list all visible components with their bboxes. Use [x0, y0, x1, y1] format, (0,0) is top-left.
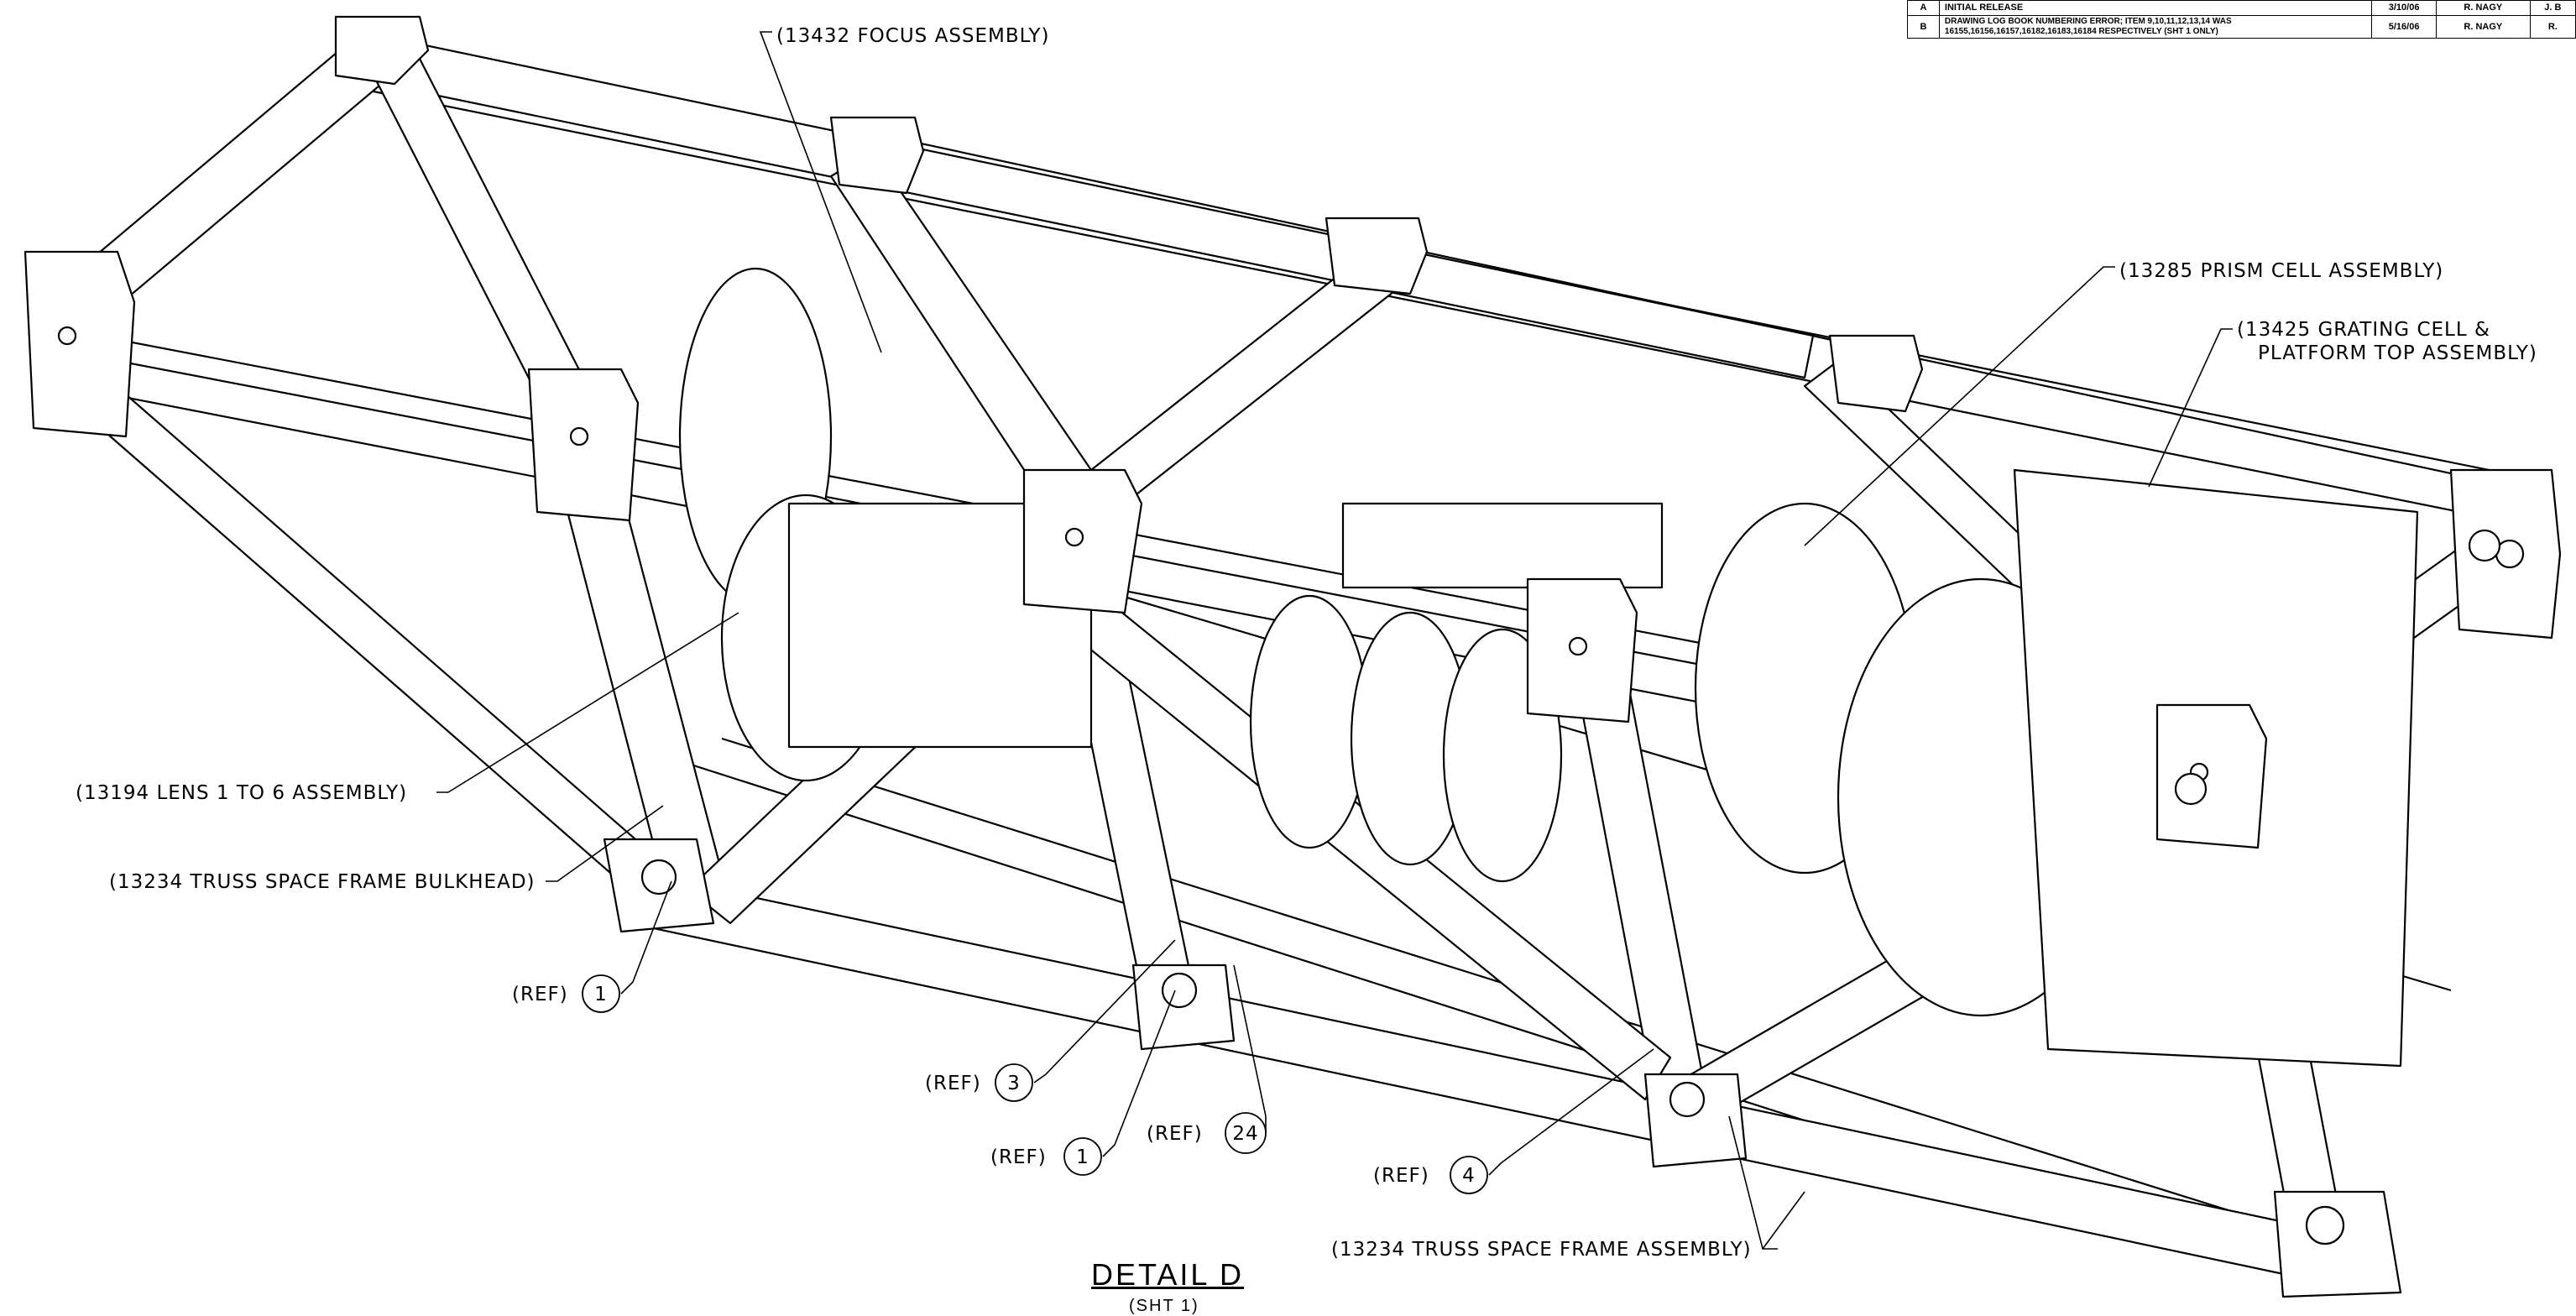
- balloon-1b: [1063, 1137, 1102, 1176]
- callout-ref: (REF): [1147, 1123, 1203, 1145]
- callout-number: 3: [1007, 1073, 1021, 1094]
- grating-cell-label-line1: (13425 GRATING CELL &: [2237, 319, 2490, 341]
- truss-frame-geometry: [24, 15, 2562, 1298]
- callout-number: 1: [1076, 1146, 1089, 1168]
- rev-approval: R.: [2529, 15, 2576, 39]
- prism-cell-label: (13285 PRISM CELL ASSEMBLY): [2119, 260, 2443, 282]
- callout-number: 4: [1462, 1165, 1476, 1187]
- detail-sheet-ref: (SHT 1): [1129, 1297, 1199, 1315]
- lens-assembly-label: (13194 LENS 1 TO 6 ASSEMBLY): [76, 782, 407, 804]
- callout-ref: (REF): [925, 1073, 981, 1094]
- rev-description: DRAWING LOG BOOK NUMBERING ERROR; ITEM 9…: [1938, 15, 2373, 39]
- balloon-24: [1225, 1112, 1267, 1154]
- callout-ref: (REF): [1373, 1165, 1429, 1187]
- revision-row: B DRAWING LOG BOOK NUMBERING ERROR; ITEM…: [1907, 15, 2576, 39]
- rev-by: R. NAGY: [2436, 15, 2531, 39]
- rev-date: 5/16/06: [2371, 15, 2438, 39]
- callout-ref: (REF): [512, 984, 568, 1005]
- rev-letter: B: [1907, 15, 1940, 39]
- grating-cell-label-line2: PLATFORM TOP ASSEMBLY): [2258, 342, 2537, 364]
- balloon-circles: [582, 974, 1488, 1194]
- balloon-4: [1450, 1156, 1488, 1194]
- frame-assembly-label: (13234 TRUSS SPACE FRAME ASSEMBLY): [1331, 1239, 1752, 1261]
- annotation-labels: (13432 FOCUS ASSEMBLY) (13285 PRISM CELL…: [76, 25, 2537, 1261]
- detail-title: DETAIL D: [1091, 1257, 1245, 1292]
- callout-ref: (REF): [990, 1146, 1047, 1168]
- bulkhead-label: (13234 TRUSS SPACE FRAME BULKHEAD): [109, 871, 536, 893]
- leader-lines: [436, 31, 2233, 1250]
- bolt-holes: [57, 326, 2525, 1246]
- callout-number: 1: [594, 984, 608, 1005]
- balloon-3: [995, 1063, 1033, 1102]
- focus-assembly-label: (13432 FOCUS ASSEMBLY): [776, 25, 1049, 47]
- revision-table: A INITIAL RELEASE 3/10/06 R. NAGY J. B B…: [1907, 0, 2576, 39]
- node-fittings: [24, 15, 2562, 1298]
- balloon-1a: [582, 974, 620, 1013]
- callout-number: 24: [1232, 1123, 1258, 1145]
